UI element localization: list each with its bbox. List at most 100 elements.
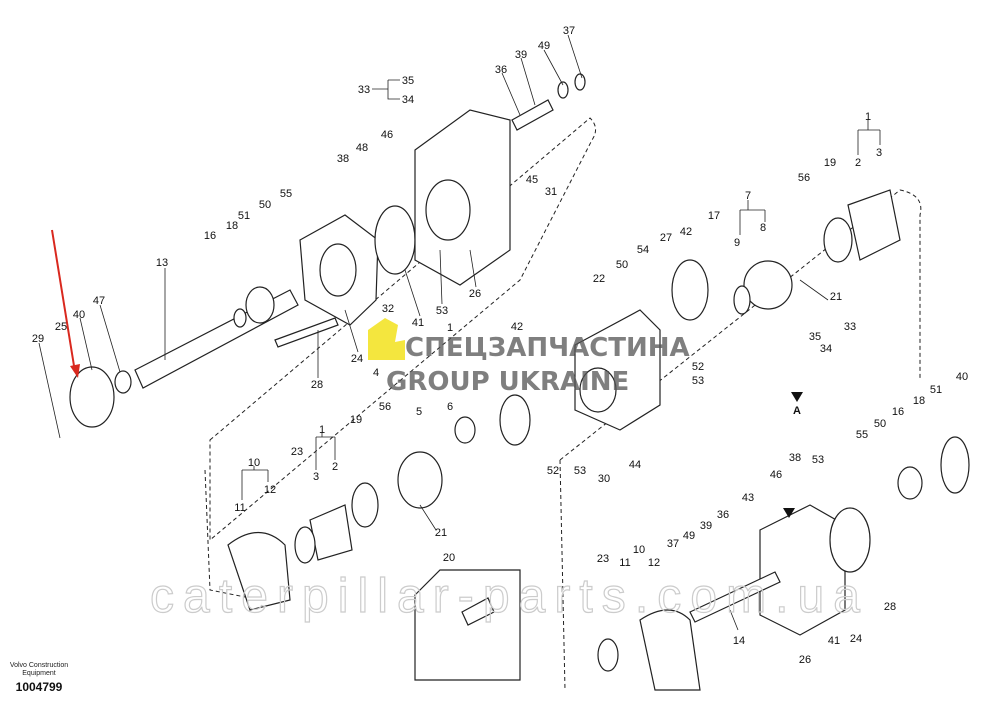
callout: 24 xyxy=(850,633,862,645)
callout: 19 xyxy=(824,157,836,169)
callout: 39 xyxy=(700,520,712,532)
callout: 36 xyxy=(495,64,507,76)
callout: 18 xyxy=(226,220,238,232)
leader-lines xyxy=(38,34,881,631)
callout: 8 xyxy=(760,222,766,234)
bolt-28 xyxy=(274,317,339,348)
callout: 25 xyxy=(55,321,67,333)
highlight-arrow xyxy=(51,229,76,373)
callout: 44 xyxy=(629,459,641,471)
valve-plate-19 xyxy=(351,482,379,528)
callout: 34 xyxy=(402,94,414,106)
callout: 50 xyxy=(874,418,886,430)
callout: 4 xyxy=(373,367,379,379)
callout: 50 xyxy=(259,199,271,211)
callout: 46 xyxy=(381,129,393,141)
callout: 48 xyxy=(356,142,368,154)
assembly-boundary-upper xyxy=(209,117,596,542)
callout: 19 xyxy=(350,414,362,426)
callout: 56 xyxy=(798,172,810,184)
flange-24b xyxy=(829,507,871,573)
callout: 20 xyxy=(443,552,455,564)
watermark-logo: СПЕЦЗАПЧАСТИНА GROUP UKRAINE xyxy=(368,318,690,397)
bearing-9 xyxy=(733,285,751,315)
callout: 55 xyxy=(856,429,868,441)
callout: 40 xyxy=(956,371,968,383)
callout: 3 xyxy=(876,147,882,159)
callout: 1 xyxy=(447,322,453,334)
excavator-logo xyxy=(368,318,405,360)
callout: 12 xyxy=(264,484,276,496)
washer-23 xyxy=(597,638,619,672)
seal-ring xyxy=(114,370,132,394)
callout: 41 xyxy=(828,635,840,647)
valve-36 xyxy=(511,99,554,131)
assembly-boundary-left xyxy=(204,469,261,601)
callout: 34 xyxy=(820,343,832,355)
callout: 53 xyxy=(436,305,448,317)
valve-plate-8 xyxy=(743,260,793,310)
highlight-arrowhead xyxy=(70,364,80,378)
callout: 26 xyxy=(469,288,481,300)
solenoid-20 xyxy=(461,597,495,626)
callout: 18 xyxy=(913,395,925,407)
pistons-1b xyxy=(309,504,353,561)
cylinder-19 xyxy=(823,217,853,263)
callout: 1 xyxy=(319,424,325,436)
callout: 23 xyxy=(597,553,609,565)
callout: 9 xyxy=(734,237,740,249)
bearing-16 xyxy=(897,466,923,500)
front-cover xyxy=(69,366,115,428)
callout: 21 xyxy=(830,291,842,303)
cylinder-block-5 xyxy=(397,451,443,509)
shaft-14 xyxy=(689,571,781,623)
callout: 56 xyxy=(379,401,391,413)
o-ring-42b xyxy=(499,394,531,446)
callout: 36 xyxy=(717,509,729,521)
flange-bore xyxy=(319,243,357,297)
pistons-1 xyxy=(847,189,901,261)
callout: 53 xyxy=(812,454,824,466)
watermark-site: caterpillar-parts.com.ua xyxy=(150,570,860,623)
callout: 52 xyxy=(692,361,704,373)
callout: 2 xyxy=(855,157,861,169)
callout: 47 xyxy=(93,295,105,307)
callout: 37 xyxy=(563,25,575,37)
bearing xyxy=(245,286,275,324)
view-a-arrow-lower xyxy=(783,508,795,518)
assembly-boundary-right xyxy=(559,189,922,691)
o-ring-40 xyxy=(940,436,970,494)
part-number: 1004799 xyxy=(15,680,63,694)
callout: 42 xyxy=(511,321,523,333)
callout: 32 xyxy=(382,303,394,315)
callout: 12 xyxy=(648,557,660,569)
callout: 38 xyxy=(789,452,801,464)
watermark-line1: СПЕЦЗАПЧАСТИНА xyxy=(405,333,690,363)
callout: 11 xyxy=(234,502,245,514)
watermark-line2: GROUP UKRAINE xyxy=(386,367,629,397)
callout: 49 xyxy=(538,40,550,52)
callout: 28 xyxy=(884,601,896,613)
bearing-6 xyxy=(454,416,476,444)
callout-labels: 37 49 39 36 35 33 34 46 48 38 45 31 55 5… xyxy=(32,25,968,666)
callout: 11 xyxy=(619,557,630,569)
callout: 51 xyxy=(930,384,942,396)
o-ring-42 xyxy=(671,259,709,321)
callout: 30 xyxy=(598,473,610,485)
callout: 2 xyxy=(332,461,338,473)
callout: 35 xyxy=(809,331,821,343)
callout: 55 xyxy=(280,188,292,200)
callout: 3 xyxy=(313,471,319,483)
brand-name: Volvo Construction Equipment xyxy=(9,662,69,677)
callout: 42 xyxy=(680,226,692,238)
callout: A xyxy=(793,405,801,417)
callout: 24 xyxy=(351,353,363,365)
view-a-arrow xyxy=(791,392,803,402)
callout: 16 xyxy=(892,406,904,418)
callout: 6 xyxy=(447,401,453,413)
ring xyxy=(233,308,247,328)
o-ring-41 xyxy=(374,205,416,275)
callout: 46 xyxy=(770,469,782,481)
block-port xyxy=(579,367,617,413)
